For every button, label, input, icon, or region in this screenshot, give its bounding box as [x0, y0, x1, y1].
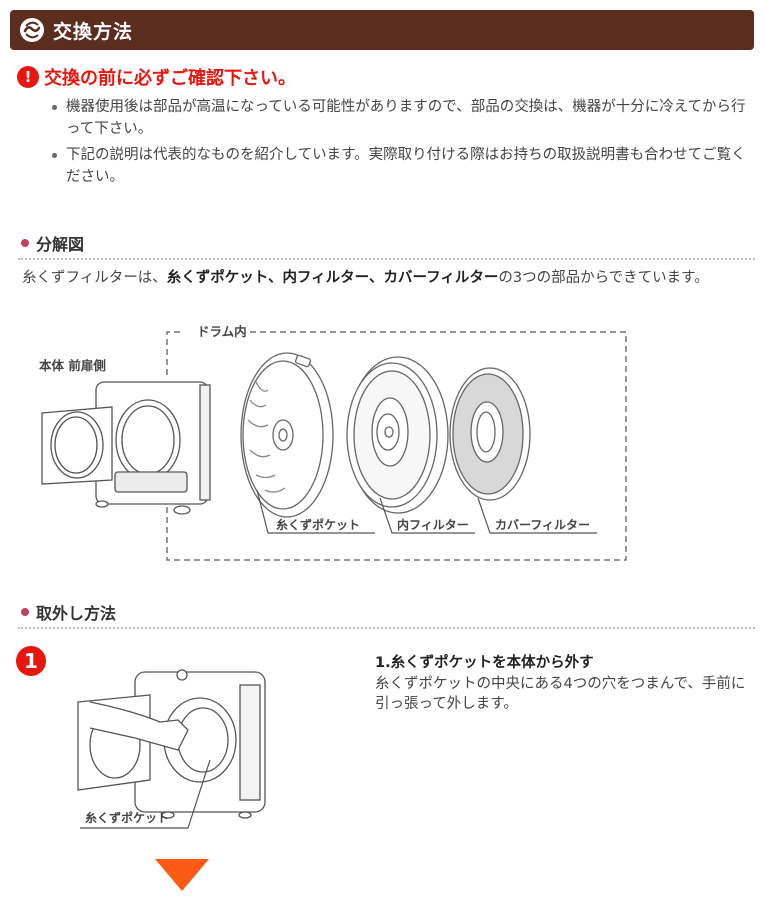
exploded-diagram: 本体 前扉側 [0, 320, 765, 570]
part-label-inner-filter: 内フィルター [397, 517, 469, 532]
part-name: カバーフィルター [383, 270, 499, 286]
part-label-cover-filter: カバーフィルター [495, 518, 590, 532]
inner-filter-illustration [346, 356, 449, 514]
section-header-bar: 交換方法 [10, 10, 754, 50]
intro-text: の3つの部品からできています。 [498, 270, 709, 286]
separator: 、 [267, 270, 283, 286]
part-name: 糸くずポケット [166, 270, 268, 286]
part-name: 内フィルター [282, 270, 370, 286]
drum-inside-label: ドラム内 [197, 324, 247, 339]
step-description: 糸くずポケットの中央にある4つの穴をつまんで、手前に引っ張って外します。 [375, 676, 746, 712]
dryer-illustration [41, 381, 211, 515]
separator: 、 [369, 270, 384, 286]
step-title: 1.糸くずポケットを本体から外す [375, 655, 594, 671]
warning-title: 交換の前に必ずご確認下さい。 [44, 68, 296, 89]
lint-pocket-illustration [240, 352, 334, 518]
bullet-dot-icon [21, 239, 29, 247]
next-step-arrow-icon [155, 859, 209, 891]
exclamation-icon: ! [17, 66, 39, 88]
warning-heading: ! 交換の前に必ずご確認下さい。 [17, 64, 296, 90]
section-heading-exploded-view: 分解図 [18, 228, 755, 260]
warning-notes-list: 機器使用後は部品が高温になっている可能性がありますので、部品の交換は、機器が十分… [52, 96, 752, 192]
parts-illustration: ドラム内 糸くずポケット 内フィルター カバーフィルター [41, 324, 627, 561]
page-title: 交換方法 [53, 20, 134, 43]
section-title: 分解図 [36, 235, 85, 254]
warning-note: 下記の説明は代表的なものを紹介しています。実際取り付ける際はお持ちの取扱説明書も… [52, 144, 752, 188]
step-1-illustration: 糸くずポケット [77, 669, 266, 829]
swap-cycle-icon [20, 18, 44, 42]
warning-note: 機器使用後は部品が高温になっている可能性がありますので、部品の交換は、機器が十分… [52, 96, 752, 140]
section-heading-removal: 取外し方法 [18, 597, 755, 629]
section-title: 取外し方法 [36, 604, 117, 623]
illustration-label-lint-pocket: 糸くずポケット [85, 810, 169, 825]
bullet-dot-icon [21, 608, 29, 616]
cover-filter-illustration [449, 367, 531, 501]
part-label-lint-pocket: 糸くずポケット [276, 517, 360, 532]
exploded-view-intro: 糸くずフィルターは、糸くずポケット、内フィルター、カバーフィルターの3つの部品か… [22, 268, 747, 288]
intro-text: 糸くずフィルターは、 [22, 270, 167, 286]
step-number-badge: 1 [16, 646, 46, 676]
body-front-label: 本体 前扉側 [39, 358, 106, 373]
